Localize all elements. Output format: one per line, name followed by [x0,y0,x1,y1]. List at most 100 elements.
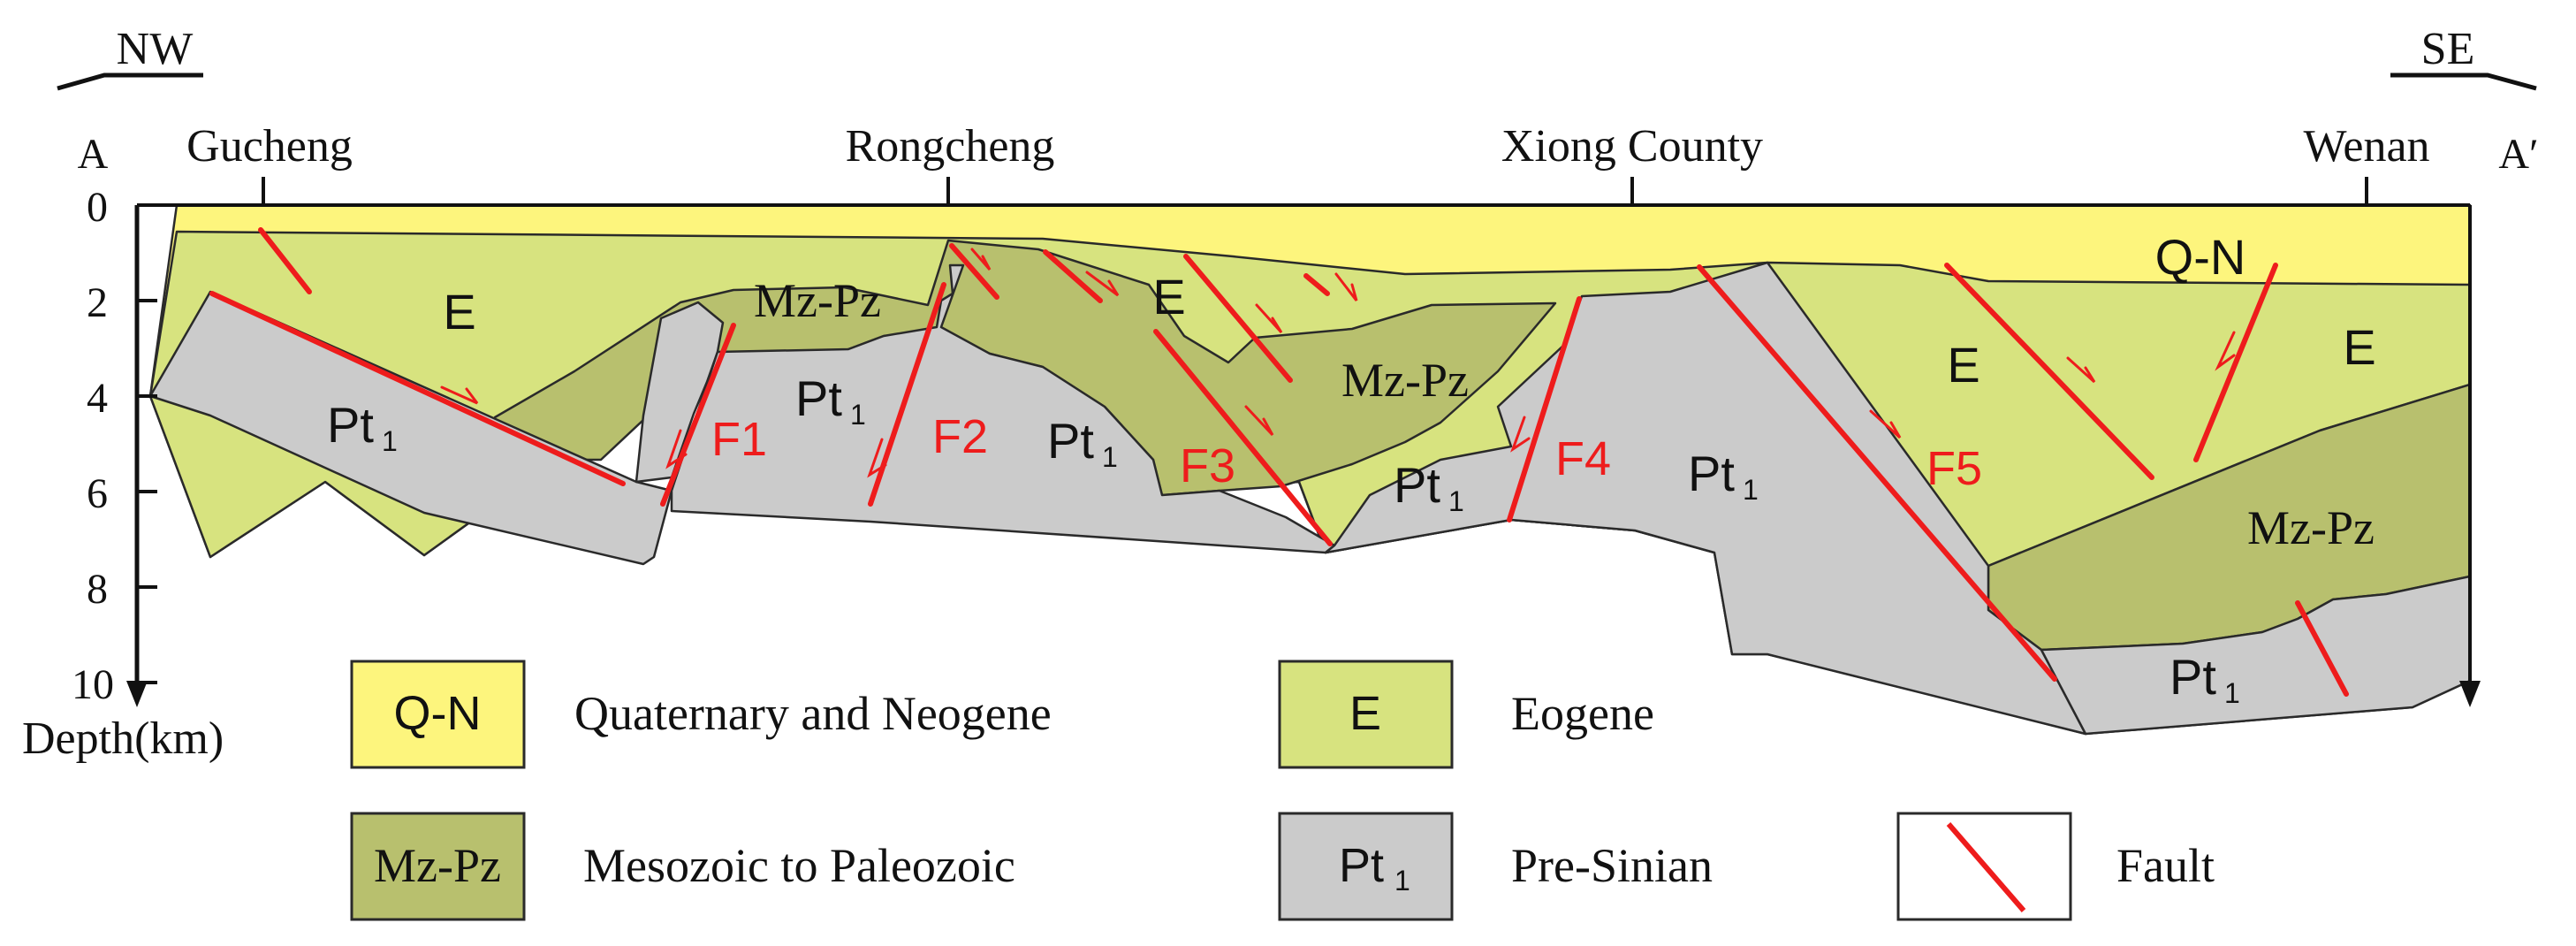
label-pt1-c: Pt 1 [1047,413,1118,473]
svg-text:Pt: Pt [1688,446,1735,501]
unit-labels: Q-N E E E E Mz-Pz Mz-Pz Mz-Pz Pt 1 Pt 1 … [327,229,2376,709]
depth-tick-8: 8 [87,566,108,613]
place-gucheng: Gucheng [186,121,353,172]
legend-swatch-pt1 [1278,812,1454,921]
slip-arrow-icon [2066,356,2096,384]
svg-text:Pt: Pt [2169,649,2216,705]
se-arrow-icon [2390,72,2537,91]
slip-arrow-icon [1334,272,1358,301]
svg-text:Pt: Pt [327,397,374,453]
slip-arrow-icon [867,438,887,478]
depth-tick-6: 6 [87,470,108,517]
legend-swatch-q-n [350,660,526,769]
legend-swatch-eogene [1278,660,1454,769]
section-end-label: A′ [2498,131,2538,178]
section-frame [137,203,2472,681]
fault-line-f3 [1153,329,1333,546]
basement-block-1-spike [635,301,725,484]
label-mz-pz-1: Mz-Pz [754,274,881,327]
label-mz-pz-3: Mz-Pz [2247,501,2375,554]
fault-label-f2: F2 [932,410,988,463]
svg-text:1: 1 [1448,485,1464,517]
basement-block-1 [148,290,673,566]
fault-line-f1 [660,323,736,507]
place-xiong-county: Xiong County [1501,121,1763,172]
slip-arrow-icon [1510,416,1531,453]
label-mz-pz-2: Mz-Pz [1341,354,1469,407]
label-e-2: E [1152,269,1185,324]
basement-block-3 [1324,261,2087,736]
legend-text-eogene: Eogene [1511,687,1654,740]
fault-labels: F1 F2 F3 F4 F5 [711,410,1982,495]
basement-blocks [148,261,2472,736]
legend-item-fault: Fault [1896,812,2215,921]
fault-line-east-a [1944,263,2154,480]
svg-text:Pt: Pt [795,370,842,426]
fault-line-west-detachment [209,291,626,486]
slip-arrow-icon [440,385,479,405]
nw-arrow-icon [57,72,203,91]
fault-line-icon [1946,822,2026,912]
fault-line-mid-b [1303,273,1330,296]
svg-text:Pt: Pt [1339,839,1384,892]
fault-label-f5: F5 [1926,442,1982,495]
label-e-4: E [2343,319,2375,375]
direction-se-arrow: SE [2390,24,2537,91]
svg-text:Pt: Pt [1394,457,1440,513]
fault-line-mid-a [1183,254,1293,383]
legend-text-fault: Fault [2116,839,2215,892]
depth-axis-title: Depth(km) [22,713,224,764]
legend-text-pre-sinian: Pre-Sinian [1511,839,1713,892]
slip-arrow-icon [665,429,688,469]
fault-label-f1: F1 [711,413,767,466]
depth-tick-10: 10 [72,661,114,708]
depth-axis-arrow-icon [126,681,148,707]
right-axis-arrow-icon [2459,681,2481,707]
label-pt1-f: Pt 1 [2169,649,2240,709]
place-ticks [262,177,2368,205]
legend: Q-N Quaternary and Neogene E Eogene Mz-P… [350,660,2215,921]
svg-text:1: 1 [1102,441,1118,473]
fault-label-f4: F4 [1555,432,1611,485]
fault-line-gucheng-top [258,227,312,294]
label-q-n: Q-N [2155,229,2246,285]
legend-text-mz-pz: Mesozoic to Paleozoic [583,839,1015,892]
fault-line-east-c [2295,600,2349,697]
depth-tick-0: 0 [87,184,108,231]
legend-text-q-n: Quaternary and Neogene [574,687,1052,740]
fault-line-f3-upper [1043,249,1103,303]
slip-arrow-icon [2215,331,2236,371]
dir-nw-label: NW [117,24,194,74]
svg-text:1: 1 [1394,865,1410,896]
faults [209,227,2349,697]
label-e-1: E [443,284,475,339]
depth-tick-4: 4 [87,375,108,422]
svg-text:1: 1 [1743,474,1759,506]
fault-line-f2-upper [949,243,999,300]
svg-text:Pt: Pt [1047,413,1094,469]
section-start-label: A [78,131,109,178]
label-e-3: E [1947,337,1979,393]
legend-item-mz-pz: Mz-Pz Mesozoic to Paleozoic [350,812,1015,921]
svg-text:1: 1 [850,399,866,431]
label-pt1-e: Pt 1 [1688,446,1759,506]
legend-item-eogene: E Eogene [1278,660,1654,769]
fault-label-f3: F3 [1180,439,1235,492]
label-pt1-d: Pt 1 [1394,457,1464,517]
fault-line-f5 [1697,264,2057,682]
place-wenan: Wenan [2303,121,2429,172]
slip-arrow-icon [1244,405,1274,437]
svg-text:1: 1 [382,425,398,457]
slip-arrow-icon [1085,271,1120,297]
label-pt1-a: Pt 1 [327,397,398,457]
legend-swatch-mz-pz [350,812,526,921]
slip-arrow-icon [1869,409,1902,439]
fault-line-f4 [1507,296,1582,523]
legend-item-q-n: Q-N Quaternary and Neogene [350,660,1052,769]
depth-axis: 0 2 4 6 8 10 Depth(km) [22,184,2481,764]
svg-text:Q-N: Q-N [394,687,482,740]
basement-block-4 [2040,575,2472,736]
direction-nw-arrow: NW [57,24,203,91]
svg-text:Mz-Pz: Mz-Pz [374,839,501,892]
